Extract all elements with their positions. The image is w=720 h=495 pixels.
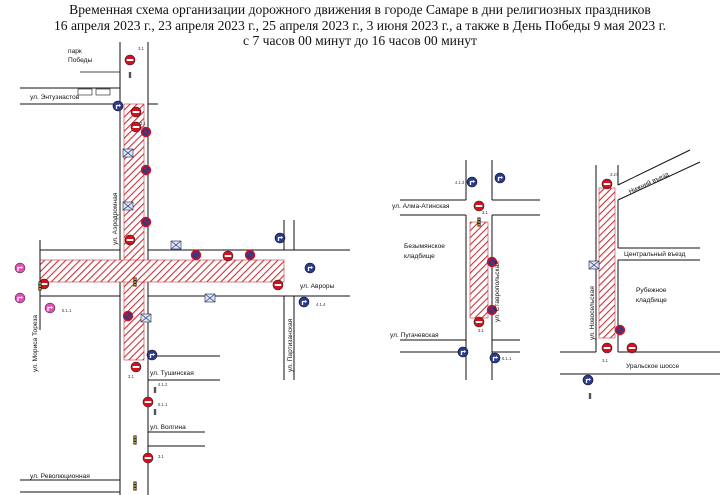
- closed-road-stavropolskaya: [469, 221, 489, 319]
- barrier-icon: [122, 148, 134, 158]
- no-entry-sign-icon: [124, 234, 136, 246]
- direction-arrow-sign-icon: [304, 262, 316, 274]
- direction-arrow-sign-icon: [582, 374, 594, 386]
- closed-road-novoselskaya: [598, 187, 616, 339]
- barrier-icon: [122, 201, 134, 211]
- no-stopping-sign-icon: [140, 126, 152, 138]
- closed-road-avrory: [39, 259, 285, 283]
- no-entry-sign-icon: [130, 106, 142, 118]
- label-stavropolskaya: ул. Ставропольская: [494, 261, 501, 322]
- traffic-light-icon: [477, 217, 481, 227]
- label-tushinskaya: ул. Тушинская: [150, 370, 194, 377]
- label-revolyutsionnaya: ул. Революционная: [30, 473, 90, 480]
- barrier-icon: [204, 293, 216, 303]
- barrier-icon: [140, 313, 152, 323]
- left-scheme: парк Победы ул. Энтузиастов ул. Авроры у…: [14, 42, 350, 495]
- closed-road-aerodromnaya: [123, 103, 145, 361]
- direction-arrow-sign-icon: [274, 232, 286, 244]
- label-aerodromnaya: ул. Аэродромная: [112, 192, 119, 245]
- no-stopping-sign-icon: [244, 249, 256, 261]
- traffic-light-icon: [133, 481, 137, 491]
- no-entry-sign-icon: [130, 361, 142, 373]
- no-stopping-sign-icon: [614, 324, 626, 336]
- label-volgina: ул. Волгина: [150, 424, 186, 431]
- sign-post-icon: [153, 409, 157, 415]
- sign-code: 3.1: [602, 358, 608, 363]
- label-avrory: ул. Авроры: [300, 283, 335, 290]
- no-entry-sign-icon: [222, 250, 234, 262]
- direction-arrow-sign-icon: [146, 349, 158, 361]
- no-entry-sign-icon: [142, 452, 154, 464]
- sign-code: 4.1.4: [316, 302, 326, 307]
- label-bezymyanskoe-1: Безымянское: [404, 243, 445, 250]
- sign-code: 3.1: [128, 374, 134, 379]
- barrier-icon: [588, 260, 600, 270]
- label-uralskoe-shosse: Уральское шоссе: [626, 363, 679, 370]
- label-morisa-toreza: ул. Мориса Тореза: [32, 315, 39, 372]
- sign-code: 3.1: [482, 210, 488, 215]
- sign-code: 3.1: [158, 454, 164, 459]
- label-entuziastov: ул. Энтузиастов: [30, 94, 80, 101]
- no-stopping-sign-icon: [140, 216, 152, 228]
- sign-code: 3.1: [140, 121, 146, 126]
- label-nizhniy-vyezd: Нижний въезд: [627, 170, 670, 196]
- label-novoselskaya: ул. Новосельская: [589, 286, 596, 340]
- label-rubezhnoe-2: кладбище: [636, 296, 667, 304]
- traffic-light-icon: [133, 277, 137, 287]
- sign-code: 4.1.3: [455, 180, 465, 185]
- no-stopping-sign-icon: [122, 310, 134, 322]
- no-entry-sign-icon: [272, 279, 284, 291]
- label-partizanskaya: ул. Партизанская: [287, 318, 294, 372]
- sign-code: 5.1.1: [158, 402, 168, 407]
- label-park-2: Победы: [68, 56, 92, 64]
- no-entry-sign-icon: [124, 54, 136, 66]
- traffic-light-icon: [133, 435, 137, 445]
- title-line-2: 16 апреля 2023 г., 23 апреля 2023 г., 25…: [53, 17, 667, 33]
- no-stopping-sign-icon: [190, 249, 202, 261]
- detour-sign-icon: [14, 292, 26, 304]
- sign-code: 3.1: [138, 46, 144, 51]
- sign-post-icon: [128, 72, 132, 78]
- label-bezymyanskoe-2: кладбище: [404, 252, 435, 260]
- no-entry-sign-icon: [473, 316, 485, 328]
- detour-sign-icon: [14, 262, 26, 274]
- direction-arrow-sign-icon: [112, 100, 124, 112]
- sign-code: 4.1.2: [158, 382, 168, 387]
- no-entry-sign-icon: [601, 178, 613, 190]
- sign-post-icon: [153, 387, 157, 393]
- sign-code: 5.1.1: [502, 356, 512, 361]
- title-line-1: Временная схема организации дорожного дв…: [69, 2, 651, 17]
- label-rubezhnoe-1: Рубежное: [636, 286, 667, 294]
- sign-code: 3.1: [478, 328, 484, 333]
- no-entry-sign-icon: [142, 396, 154, 408]
- sign-code: 5.1.1: [62, 308, 72, 313]
- sign-code: 3.27: [610, 172, 619, 177]
- direction-arrow-sign-icon: [457, 346, 469, 358]
- label-pugachevskaya: ул. Пугачевская: [390, 332, 439, 339]
- label-alma-atinskaya: ул. Алма-Атинская: [392, 203, 450, 210]
- label-park-1: парк: [68, 48, 82, 55]
- title-line-3: с 7 часов 00 минут до 16 часов 00 минут: [243, 33, 477, 48]
- direction-arrow-sign-icon: [489, 352, 501, 364]
- no-entry-sign-icon: [626, 342, 638, 354]
- right-scheme: Нижний въезд Центральный въезд Рубежное …: [560, 149, 720, 399]
- map-title: Временная схема организации дорожного дв…: [0, 2, 720, 49]
- sign-post-icon: [588, 393, 592, 399]
- traffic-light-icon: [38, 281, 42, 291]
- middle-scheme: ул. Алма-Атинская Безымянское кладбище у…: [390, 160, 540, 380]
- detour-sign-icon: [44, 302, 56, 314]
- no-entry-sign-icon: [601, 342, 613, 354]
- label-centralnyy-vyezd: Центральный въезд: [624, 250, 686, 258]
- direction-arrow-sign-icon: [494, 172, 506, 184]
- direction-arrow-sign-icon: [466, 176, 478, 188]
- no-stopping-sign-icon: [140, 164, 152, 176]
- barrier-icon: [170, 240, 182, 250]
- direction-arrow-sign-icon: [298, 296, 310, 308]
